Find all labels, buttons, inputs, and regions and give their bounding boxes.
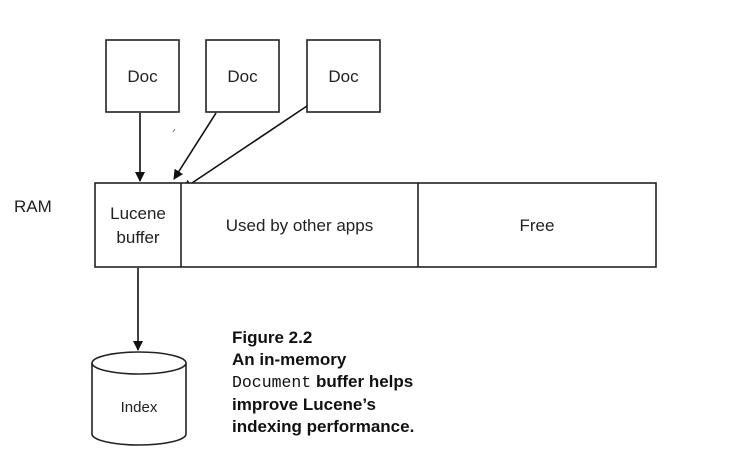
doc-label-3: Doc [328, 67, 359, 86]
index-cylinder: Index [91, 351, 187, 446]
segment-used-by-other-apps: Used by other apps [226, 216, 373, 235]
caption-line-4: indexing performance. [232, 417, 415, 436]
ram-bar [94, 182, 657, 268]
stray-mark [172, 128, 176, 133]
segment-lucene-buffer-line2: buffer [116, 228, 160, 247]
caption-line-3: improve Lucene’s [232, 395, 376, 414]
caption-line-2-rest: buffer helps [311, 372, 414, 391]
segment-lucene-buffer-line1: Lucene [110, 204, 166, 223]
caption-code-document: Document [232, 373, 312, 392]
segment-free: Free [520, 216, 555, 235]
arrow-doc3-to-buffer [182, 105, 308, 190]
caption-line-2: Document buffer helps [232, 371, 492, 394]
caption-figure-number: Figure 2.2 [232, 328, 313, 347]
doc-box-1: Doc [105, 39, 180, 113]
segment-lucene-buffer: Lucene buffer [110, 204, 166, 247]
index-label: Index [121, 399, 158, 416]
figure-caption: Figure 2.2 An in-memory Document buffer … [232, 327, 492, 438]
doc-box-2: Doc [205, 39, 280, 113]
arrow-doc2-to-buffer [173, 112, 217, 180]
caption-line-1: An in-memory [232, 350, 347, 369]
doc-label-2: Doc [227, 67, 258, 86]
doc-box-3: Doc [306, 39, 381, 113]
doc-label-1: Doc [127, 67, 158, 86]
ram-label: RAM [14, 197, 52, 216]
